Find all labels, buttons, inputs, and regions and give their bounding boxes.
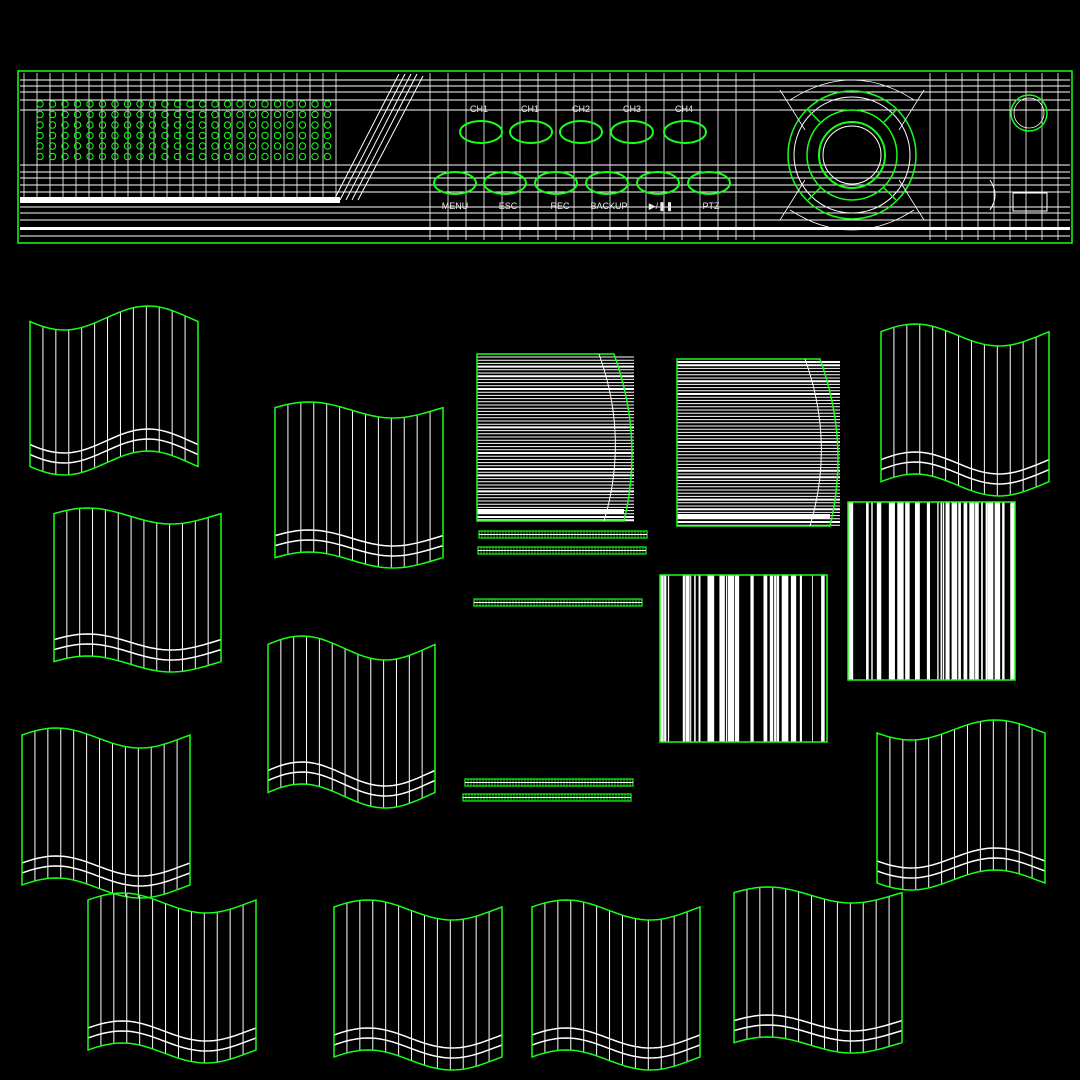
barcode-bar [812, 575, 813, 742]
barcode-bar [690, 575, 691, 742]
wavy-panel [881, 324, 1049, 496]
wavy-panel-band [54, 634, 221, 650]
barcode-bar [975, 502, 979, 680]
barcode-bar [995, 502, 1001, 680]
wavy-panel-outline [268, 636, 435, 808]
button-label: PTZ [703, 201, 721, 211]
edge-strip [465, 779, 633, 786]
barcode-bar [707, 575, 714, 742]
channel-label: CH1 [521, 104, 539, 114]
barcode-bar [871, 502, 872, 680]
barcode-bar [699, 575, 701, 742]
channel-label: CH4 [675, 104, 693, 114]
channel-label: CH1 [470, 104, 488, 114]
wavy-panel [268, 636, 435, 808]
barcode-bar [800, 575, 802, 742]
block-band [477, 509, 624, 514]
wavy-panel [22, 728, 190, 898]
barcode-block [848, 502, 1015, 680]
edge-strip [463, 794, 631, 801]
wavy-panel [88, 893, 256, 1063]
wavy-panel-outline [30, 306, 198, 475]
channel-label: CH2 [572, 104, 590, 114]
barcode-bar [889, 502, 895, 680]
block-band [677, 514, 830, 519]
wavy-panel [532, 900, 700, 1070]
barcode-bar [764, 575, 768, 742]
barcode-bar [981, 502, 983, 680]
barcode-bar [821, 575, 825, 742]
button-label: REC [550, 201, 570, 211]
barcode-bar [685, 575, 689, 742]
barcode-bar [969, 502, 974, 680]
wavy-panel [734, 887, 902, 1053]
striped-block [677, 359, 840, 526]
striped-block [477, 354, 634, 521]
barcode-bar [770, 575, 774, 742]
barcode-bar [946, 502, 950, 680]
barcode-bar [958, 502, 961, 680]
barcode-bg [660, 575, 827, 742]
barcode-bar [986, 502, 988, 680]
barcode-bar [668, 575, 669, 742]
wavy-panel-band [268, 762, 435, 786]
barcode-bar [774, 575, 776, 742]
barcode-bar [777, 575, 779, 742]
barcode-bar [915, 502, 920, 680]
button-label: MENU [442, 201, 469, 211]
barcode-bar [694, 575, 696, 742]
barcode-bar [866, 502, 869, 680]
barcode-block [660, 575, 827, 742]
barcode-bar [782, 575, 789, 742]
barcode-bar [683, 575, 685, 742]
barcode-bar [750, 575, 753, 742]
wavy-panel [275, 402, 443, 568]
wavy-panel-band [30, 429, 198, 453]
rect-uv-blocks [477, 354, 1015, 742]
barcode-bar [1002, 502, 1004, 680]
barcode-bar [664, 575, 666, 742]
wavy-panel [334, 900, 502, 1070]
barcode-bar [897, 502, 903, 680]
barcode-bar [877, 502, 881, 680]
button-label: ESC [499, 201, 518, 211]
barcode-bar [952, 502, 958, 680]
wavy-panel [30, 306, 198, 475]
front-panel-strip: CH1 CH1 CH2 CH3 CH4 MENU ESC REC BACKUP ▶/❚❚ PTZ [18, 71, 1072, 243]
thin-edge-strips [463, 531, 647, 801]
barcode-bar [719, 575, 724, 742]
wavy-panel-band [734, 1015, 902, 1031]
barcode-bar [987, 502, 993, 680]
edge-strip [474, 599, 642, 606]
barcode-bar [735, 575, 739, 742]
barcode-bar [905, 502, 910, 680]
wavy-panel [877, 720, 1045, 890]
channel-label: CH3 [623, 104, 641, 114]
barcode-bar [943, 502, 945, 680]
barcode-bar [937, 502, 938, 680]
barcode-bar [791, 575, 796, 742]
button-label: ▶/❚❚ [649, 201, 674, 212]
wavy-panel-band [881, 462, 1049, 484]
wavy-panel-band [275, 530, 443, 546]
barcode-bar [728, 575, 734, 742]
button-label: BACKUP [590, 201, 627, 211]
barcode-bar [848, 502, 853, 680]
edge-strip [478, 547, 646, 554]
barcode-bar [941, 502, 942, 680]
barcode-bar [964, 502, 968, 680]
wavy-panel [54, 508, 221, 672]
barcode-bar [726, 575, 727, 742]
barcode-bar [927, 502, 930, 680]
edge-strip [479, 531, 647, 538]
